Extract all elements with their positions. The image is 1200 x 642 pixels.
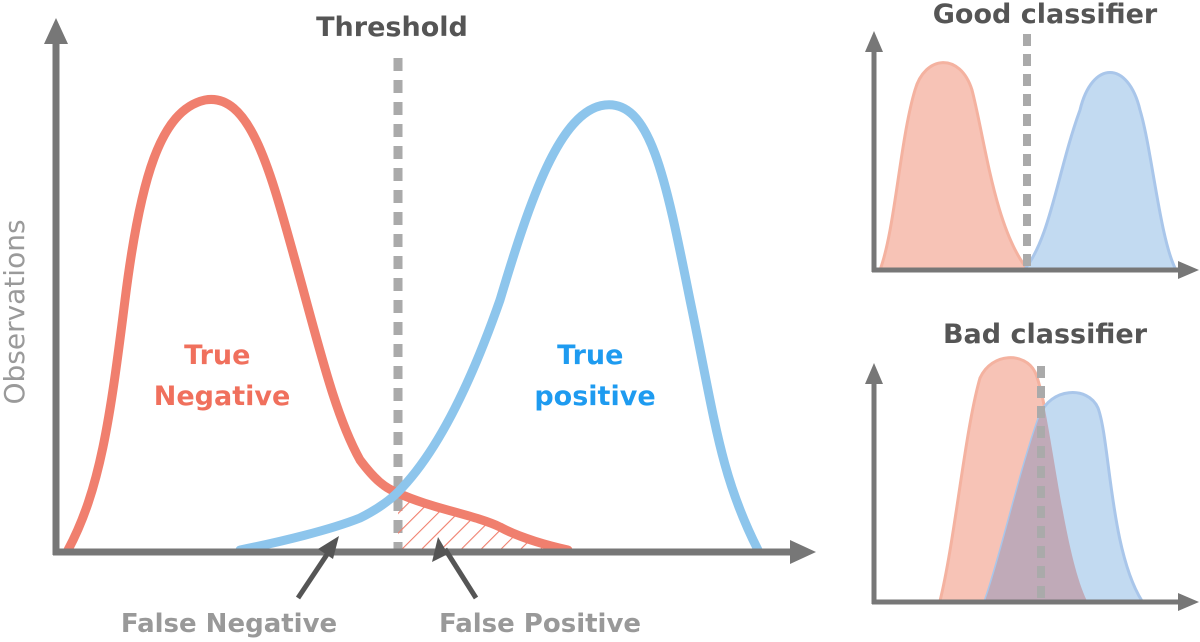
main-y-axis-arrow — [44, 18, 68, 44]
good-positive-distribution — [1022, 71, 1178, 272]
main-x-axis-arrow — [790, 540, 816, 564]
true-positive-line1: True — [557, 340, 623, 371]
good-classifier-panel: Good classifier — [865, 0, 1199, 279]
false-positive-arrowhead — [432, 537, 448, 562]
false-positive-arrow — [442, 547, 479, 600]
good-y-axis-arrow — [865, 31, 883, 52]
bad-classifier-panel: Bad classifier — [865, 319, 1199, 611]
good-negative-distribution — [878, 61, 1030, 272]
true-positive-curve — [235, 100, 763, 555]
false-negative-arrow — [295, 545, 335, 600]
good-classifier-title: Good classifier — [933, 0, 1158, 30]
false-positive-label: False Positive — [439, 609, 641, 639]
main-panel: Threshold Observations True Negative Tru… — [0, 12, 816, 639]
true-negative-line1: True — [184, 340, 250, 371]
y-axis-label: Observations — [0, 219, 31, 404]
true-positive-label: True positive — [534, 340, 655, 412]
threshold-label: Threshold — [316, 12, 468, 43]
false-negative-label: False Negative — [121, 609, 337, 639]
true-negative-line2: Negative — [154, 381, 291, 412]
bad-y-axis-arrow — [865, 363, 883, 384]
bad-classifier-title: Bad classifier — [943, 319, 1148, 350]
true-positive-line2: positive — [534, 381, 655, 412]
true-negative-curve — [63, 95, 573, 555]
good-x-axis-arrow — [1178, 261, 1199, 279]
false-negative-arrowhead — [318, 536, 339, 559]
true-negative-label: True Negative — [154, 340, 291, 412]
bad-x-axis-arrow — [1178, 593, 1199, 611]
